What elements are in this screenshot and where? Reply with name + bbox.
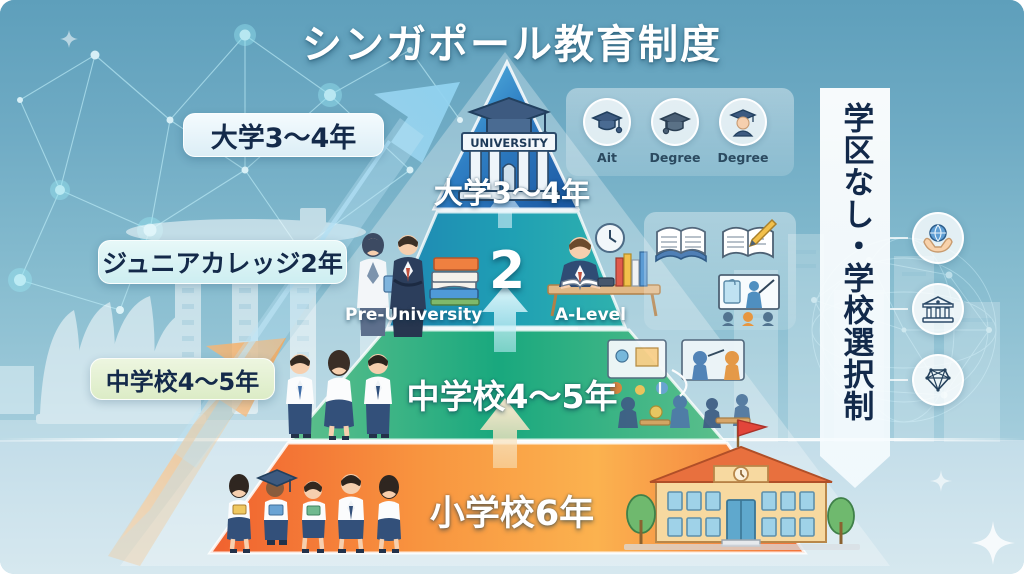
graduate-person-icon bbox=[719, 98, 767, 146]
pre-university-students-icon bbox=[357, 233, 426, 337]
university-building-icon: UNIVERSITY bbox=[458, 96, 560, 201]
sub-label-pre-university: Pre-University bbox=[345, 305, 483, 325]
degree-badge-degree-1: Degree bbox=[642, 98, 708, 165]
right-ribbon: 学区なし・学校選択制 bbox=[820, 88, 890, 488]
degree-badge-caption: Degree bbox=[717, 150, 769, 165]
a-level-study-icon bbox=[547, 223, 661, 317]
connector-line-2 bbox=[890, 308, 908, 310]
degree-badge-degree-2: Degree bbox=[710, 98, 776, 165]
page-title: シンガポール教育制度 bbox=[302, 22, 722, 68]
open-book-icon bbox=[655, 226, 707, 263]
up-arrow-primary-to-secondary bbox=[480, 398, 530, 468]
sub-label-a-level: A-Level bbox=[555, 305, 627, 325]
graduation-cap-icon bbox=[651, 98, 699, 146]
chip-university: 大学3〜4年 bbox=[183, 113, 384, 157]
tier-label-secondary: 中学校4〜5年 bbox=[406, 377, 618, 416]
globe-in-hands-icon bbox=[912, 212, 964, 264]
connector-line-3 bbox=[890, 379, 908, 381]
right-ribbon-text: 学区なし・学校選択制 bbox=[837, 102, 874, 422]
secondary-students-icon bbox=[286, 350, 392, 440]
degree-badge-caption: Ait bbox=[597, 150, 617, 165]
graduation-cap-icon bbox=[583, 98, 631, 146]
tier-label-university: 大学3〜4年 bbox=[433, 176, 591, 210]
books-stack-icon bbox=[429, 257, 480, 306]
tier-label-preuniversity-number: 2 bbox=[489, 241, 526, 301]
primary-school-building-icon bbox=[624, 419, 860, 550]
chip-junior-college: ジュニアカレッジ2年 bbox=[98, 240, 347, 284]
institution-building-icon bbox=[912, 283, 964, 335]
svg-text:UNIVERSITY: UNIVERSITY bbox=[470, 136, 548, 150]
book-and-pencil-icon bbox=[722, 218, 778, 259]
network-globe-icon bbox=[912, 354, 964, 406]
secondary-activities-icon bbox=[607, 339, 751, 428]
degree-badge-ait: Ait bbox=[574, 98, 640, 165]
classroom-teaching-icon bbox=[718, 274, 780, 326]
primary-students-icon bbox=[227, 469, 401, 553]
tier-label-primary: 小学校6年 bbox=[429, 494, 595, 534]
up-arrow-secondary-to-preuniversity bbox=[482, 285, 528, 352]
connector-line-1 bbox=[890, 237, 908, 239]
degree-badge-caption: Degree bbox=[649, 150, 701, 165]
chip-secondary: 中学校4〜5年 bbox=[90, 358, 275, 400]
